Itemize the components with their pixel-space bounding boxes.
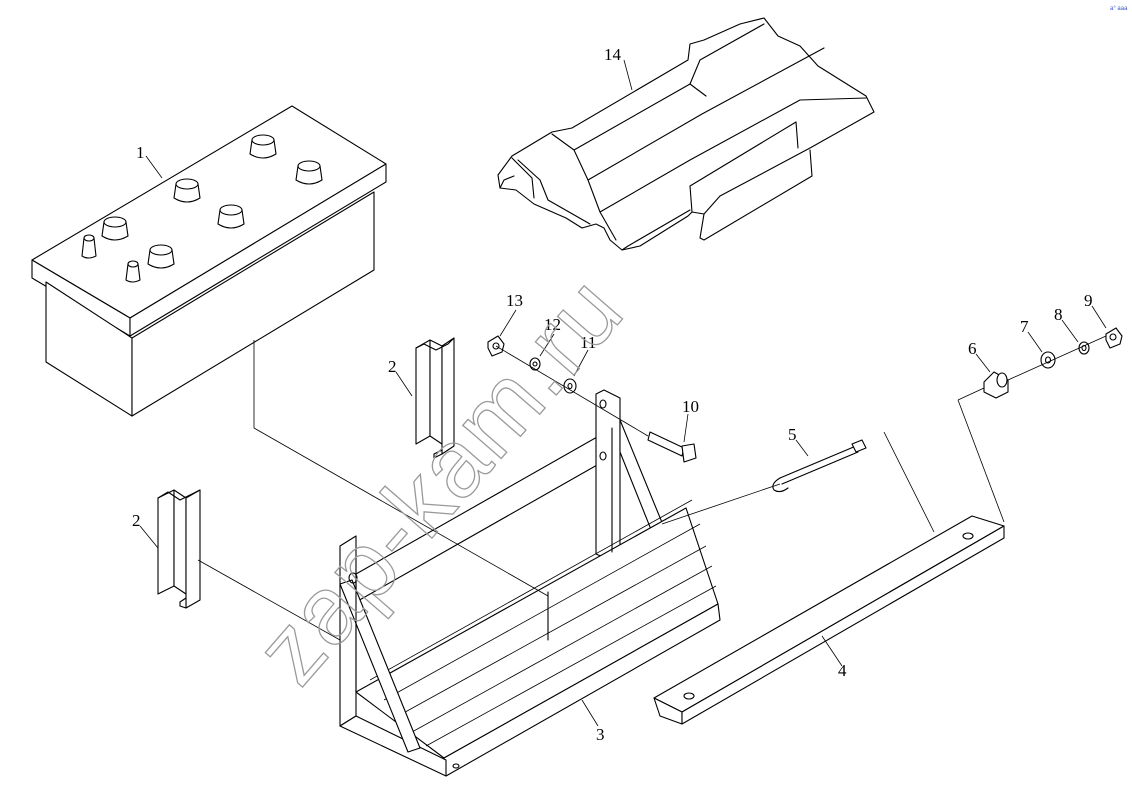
callout-2b: 2 <box>132 511 141 530</box>
washer <box>563 378 577 394</box>
callout-1: 1 <box>136 143 145 162</box>
bolt <box>647 431 697 463</box>
battery-tray <box>339 389 721 777</box>
vertical-bracket-lower <box>157 489 201 609</box>
callout-14: 14 <box>604 45 622 64</box>
assembly-lines <box>197 335 1107 641</box>
vertical-bracket-upper <box>415 337 455 459</box>
callout-10: 10 <box>682 397 699 416</box>
callout-7: 7 <box>1020 317 1029 336</box>
lock-washer <box>529 357 541 371</box>
callout-leaders <box>139 59 1107 727</box>
j-bolt <box>772 439 867 493</box>
nut-right <box>1105 327 1123 349</box>
callout-3: 3 <box>596 725 605 744</box>
callout-numbers: 1 14 2 2 3 4 5 6 7 8 9 10 11 12 13 <box>132 45 1093 744</box>
clamp-bar <box>653 515 1005 725</box>
callout-5: 5 <box>788 425 797 444</box>
battery-cover <box>497 17 875 251</box>
callout-12: 12 <box>544 315 561 334</box>
bushing <box>983 371 1009 399</box>
callout-13: 13 <box>506 291 523 310</box>
callout-8: 8 <box>1054 305 1063 324</box>
corner-mark: a° ааа <box>1110 6 1128 12</box>
callout-9: 9 <box>1084 291 1093 310</box>
callout-6: 6 <box>968 339 977 358</box>
battery <box>31 105 387 417</box>
spring-washer <box>1078 341 1090 355</box>
callout-4: 4 <box>838 661 847 680</box>
callout-2a: 2 <box>388 357 397 376</box>
callout-11: 11 <box>580 333 596 352</box>
